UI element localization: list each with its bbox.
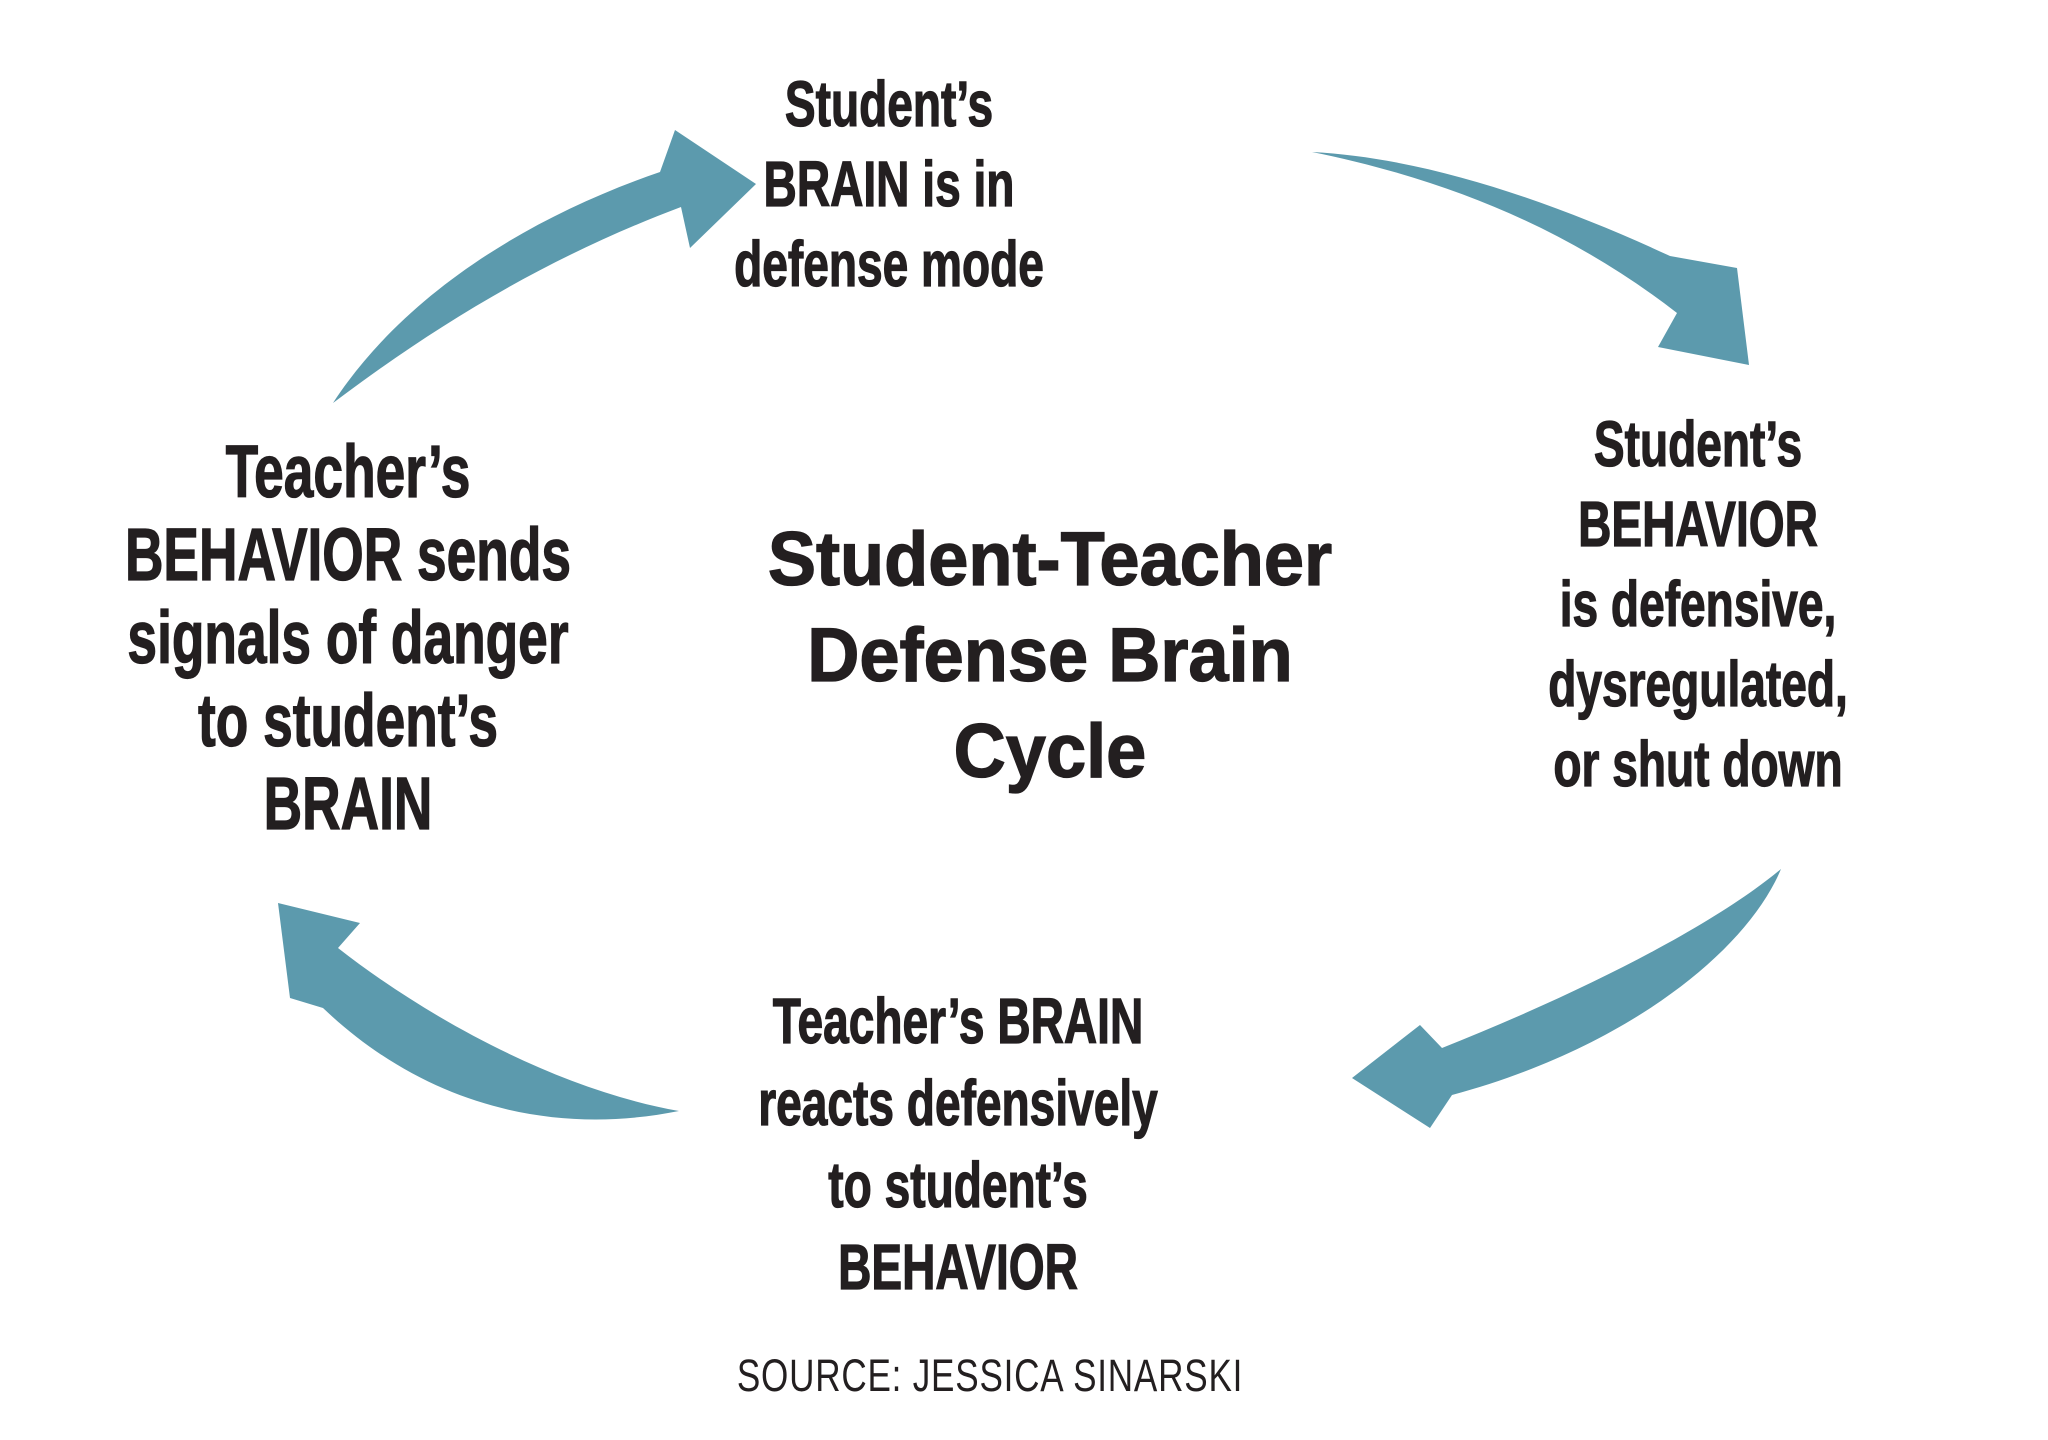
node-text-line: is defensive, (1559, 567, 1837, 640)
node-text-line: Student’s (784, 67, 994, 140)
arrow-top-to-right-icon (1312, 152, 1749, 365)
node-text-line: Teacher’s (225, 429, 471, 513)
title-line: Student-Teacher (767, 516, 1333, 602)
node-text-line: BEHAVIOR sends (124, 512, 572, 596)
arrow-right-to-bottom-icon (1352, 869, 1781, 1128)
curved-arrow-icon (1312, 152, 1749, 365)
arrow-left-to-top-icon (333, 130, 756, 403)
diagram-title: Student-Teacher Defense Brain Cycle (670, 512, 1430, 800)
node-text-line: Teacher’s BRAIN (772, 984, 1144, 1057)
node-text-line: or shut down (1553, 727, 1843, 800)
node-text-line: to student’s (828, 1148, 1088, 1221)
node-text-line: signals of danger (127, 595, 569, 679)
source-credit: SOURCE: JESSICA SINARSKI (736, 1350, 1244, 1401)
arrow-bottom-to-left-icon (278, 903, 679, 1120)
node-student-behavior-defensive: Student’s BEHAVIOR is defensive, dysregu… (1482, 404, 1914, 804)
node-text-line: defense mode (734, 227, 1045, 300)
title-line: Cycle (953, 708, 1147, 794)
curved-arrow-icon (1352, 869, 1781, 1128)
node-text-line: Student’s (1593, 407, 1803, 480)
node-text-line: BRAIN (263, 761, 433, 845)
node-teacher-brain-reacts: Teacher’s BRAIN reacts defensively to st… (713, 980, 1203, 1308)
node-text-line: BRAIN is in (763, 147, 1015, 220)
node-text-line: dysregulated, (1548, 647, 1849, 720)
node-text-line: reacts defensively (758, 1066, 1159, 1139)
title-line: Defense Brain (807, 612, 1294, 698)
node-text-line: BEHAVIOR (838, 1230, 1079, 1303)
node-text-line: BEHAVIOR (1578, 487, 1819, 560)
node-teacher-behavior-signals: Teacher’s BEHAVIOR sends signals of dang… (74, 429, 621, 845)
curved-arrow-icon (278, 903, 679, 1120)
node-text-line: to student’s (198, 678, 499, 762)
node-student-brain-defense: Student’s BRAIN is in defense mode (673, 64, 1105, 304)
curved-arrow-icon (333, 130, 756, 403)
